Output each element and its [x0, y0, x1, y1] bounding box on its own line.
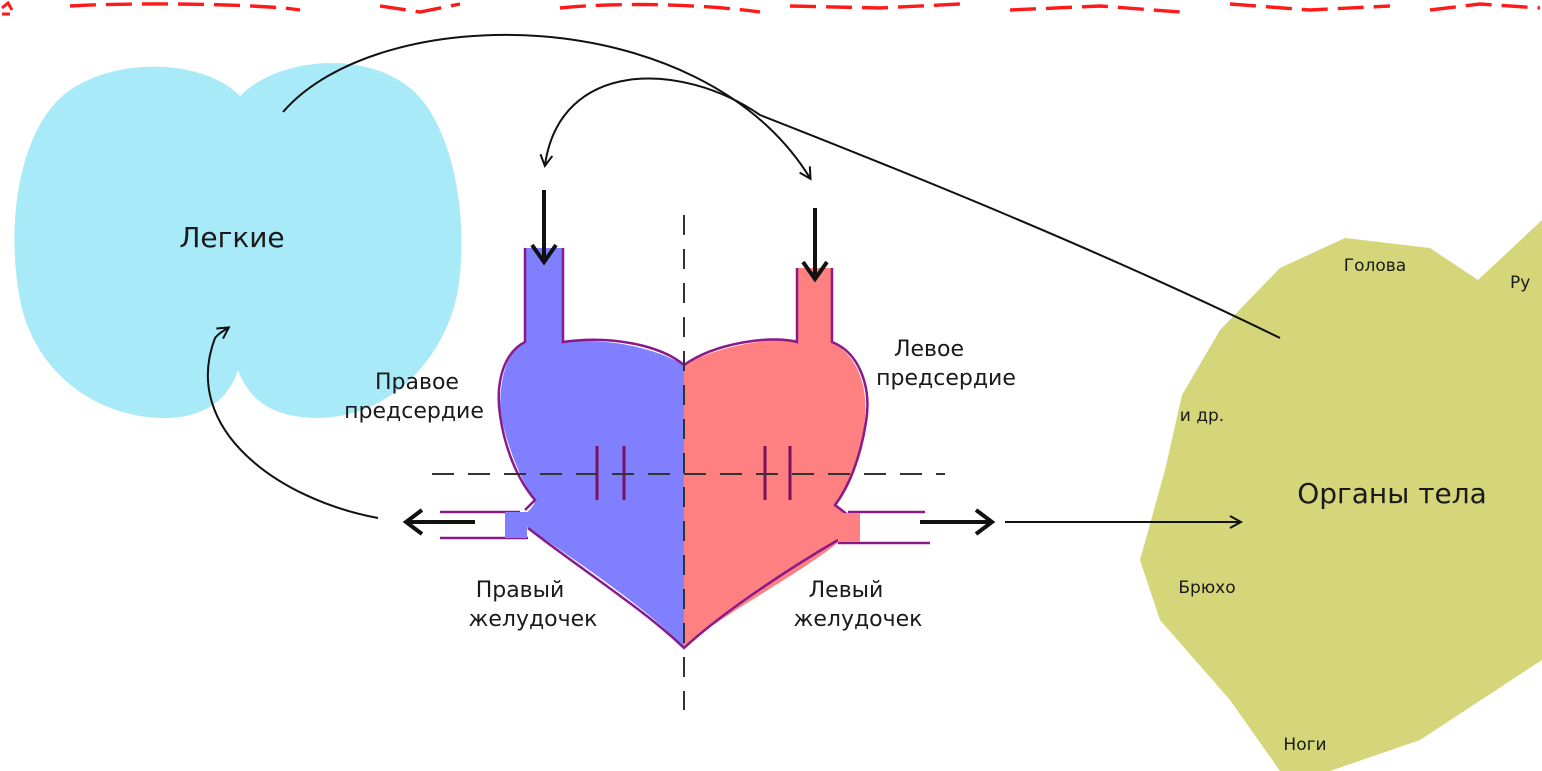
banner-fragment — [2, 3, 1540, 14]
etc-label: и др. — [1180, 406, 1224, 426]
right-atrium-label-line2: предсердие — [344, 399, 484, 424]
legs-label: Ноги — [1283, 735, 1326, 755]
abdomen-label: Брюхо — [1178, 578, 1235, 598]
inflow-arrows — [532, 190, 827, 279]
right-ventricle-label-line1: Правый — [476, 578, 565, 603]
arms-label: Ру — [1510, 273, 1530, 293]
left-atrium-label-line1: Левое — [894, 337, 964, 362]
left-ventricle-label-line2: желудочек — [794, 607, 923, 632]
right-atrium-label-line1: Правое — [375, 370, 459, 395]
organs-to-right-atrium-arrow — [545, 79, 1280, 338]
right-ventricle-label-line2: желудочек — [469, 607, 598, 632]
organs-label: Органы тела — [1297, 477, 1487, 510]
banner-text-fragment — [70, 4, 1540, 12]
banner-glyph-fragment — [2, 3, 12, 14]
left-atrium-label-line2: предсердие — [876, 366, 1016, 391]
aorta-stub — [838, 513, 860, 542]
head-label: Голова — [1344, 256, 1406, 276]
lungs-label: Легкие — [179, 221, 284, 254]
pulmonary-artery-stub — [505, 512, 527, 538]
left-ventricle-label-line1: Левый — [809, 578, 884, 603]
